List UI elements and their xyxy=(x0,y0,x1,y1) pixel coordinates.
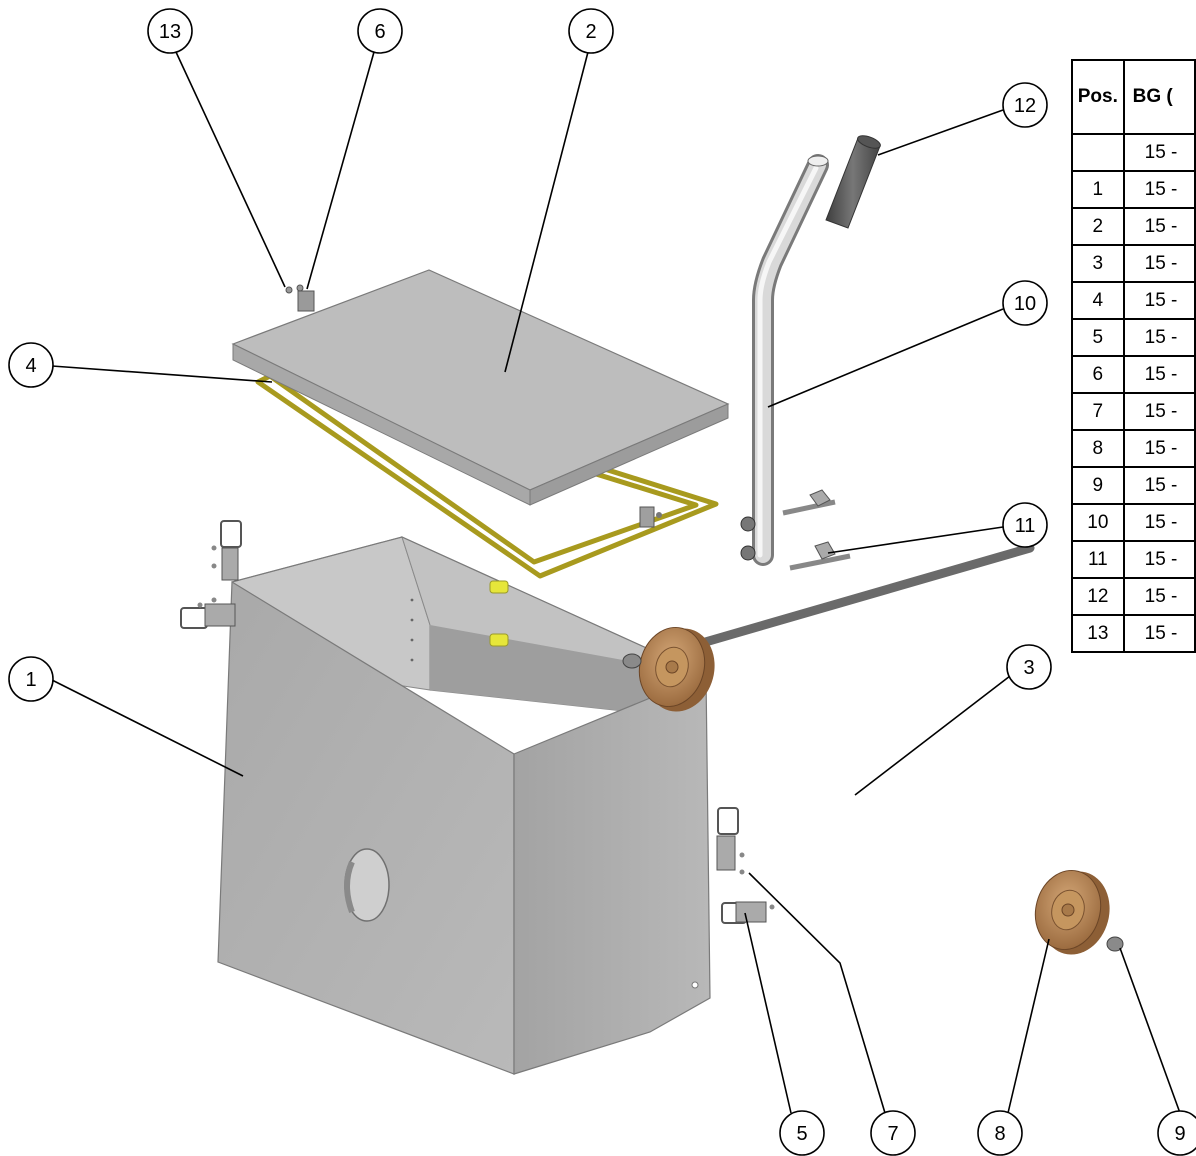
row-pos: 8 xyxy=(1071,429,1125,468)
row-pos: 1 xyxy=(1071,170,1125,209)
handle-grip xyxy=(825,135,881,229)
row-pos: 10 xyxy=(1071,503,1125,542)
latch-left-lower xyxy=(180,597,236,629)
callout-2: 2 xyxy=(568,8,614,54)
callout-11-label: 11 xyxy=(1015,515,1036,537)
row-pos: 2 xyxy=(1071,207,1125,246)
lid xyxy=(231,269,730,528)
leader-lines xyxy=(51,51,1181,1114)
latch-right-upper xyxy=(716,807,745,875)
callout-6: 6 xyxy=(357,8,403,54)
row-pos: 13 xyxy=(1071,614,1125,653)
row-pos: 5 xyxy=(1071,318,1125,357)
callout-9: 9 xyxy=(1157,1110,1196,1156)
callout-13-label: 13 xyxy=(159,21,181,43)
wheel-rear xyxy=(622,626,715,712)
row-bg: 15 - xyxy=(1122,392,1196,431)
callout-12: 12 xyxy=(1002,82,1048,128)
callout-4: 4 xyxy=(8,342,54,388)
wheel-front xyxy=(1034,869,1110,955)
header-bg: BG ( xyxy=(1122,59,1196,135)
row-pos xyxy=(1071,133,1125,172)
row-bg: 15 - xyxy=(1122,244,1196,283)
callout-1: 1 xyxy=(8,656,54,702)
callout-3: 3 xyxy=(1006,644,1052,690)
callout-10: 10 xyxy=(1002,280,1048,326)
push-handle xyxy=(740,154,829,566)
row-bg: 15 - xyxy=(1122,170,1196,209)
row-bg: 15 - xyxy=(1122,540,1196,579)
row-pos: 11 xyxy=(1071,540,1125,579)
row-bg: 15 - xyxy=(1122,281,1196,320)
callout-11: 11 xyxy=(1002,502,1048,548)
row-bg: 15 - xyxy=(1122,614,1196,653)
row-pos: 3 xyxy=(1071,244,1125,283)
row-pos: 12 xyxy=(1071,577,1125,616)
callout-13: 13 xyxy=(147,8,193,54)
row-pos: 6 xyxy=(1071,355,1125,394)
row-bg: 15 - xyxy=(1122,429,1196,468)
row-bg: 15 - xyxy=(1122,503,1196,542)
callout-4-label: 4 xyxy=(25,355,36,377)
row-bg: 15 - xyxy=(1122,577,1196,616)
row-bg: 15 - xyxy=(1122,207,1196,246)
parts-table-row: 15 - xyxy=(1071,133,1196,172)
callout-2-label: 2 xyxy=(585,21,596,43)
callout-9-label: 9 xyxy=(1174,1123,1185,1145)
callout-8: 8 xyxy=(977,1110,1023,1156)
callout-10-label: 10 xyxy=(1014,293,1036,315)
row-bg: 15 - xyxy=(1122,355,1196,394)
header-pos: Pos. xyxy=(1071,59,1125,135)
callout-8-label: 8 xyxy=(994,1123,1005,1145)
row-bg: 15 - xyxy=(1122,318,1196,357)
axle-rod xyxy=(690,543,1035,650)
row-bg: 15 - xyxy=(1122,466,1196,505)
latch-left-upper xyxy=(211,520,242,581)
row-pos: 7 xyxy=(1071,392,1125,431)
callout-1-label: 1 xyxy=(25,669,36,691)
callout-7-label: 7 xyxy=(887,1123,898,1145)
bulkhead-fittings xyxy=(489,580,509,647)
callout-5-label: 5 xyxy=(796,1123,807,1145)
row-pos: 4 xyxy=(1071,281,1125,320)
box-body xyxy=(217,536,711,1075)
parts-table-header-row: Pos. BG ( xyxy=(1071,59,1196,135)
row-pos: 9 xyxy=(1071,466,1125,505)
hinge-small-parts xyxy=(285,284,315,312)
callout-7: 7 xyxy=(870,1110,916,1156)
wing-bolts xyxy=(782,489,851,571)
callout-5: 5 xyxy=(779,1110,825,1156)
callout-3-label: 3 xyxy=(1023,657,1034,679)
row-bg: 15 - xyxy=(1122,133,1196,172)
callout-6-label: 6 xyxy=(374,21,385,43)
latch-right-lower xyxy=(721,901,775,924)
callout-12-label: 12 xyxy=(1014,95,1036,117)
axle-cap xyxy=(1106,936,1124,952)
